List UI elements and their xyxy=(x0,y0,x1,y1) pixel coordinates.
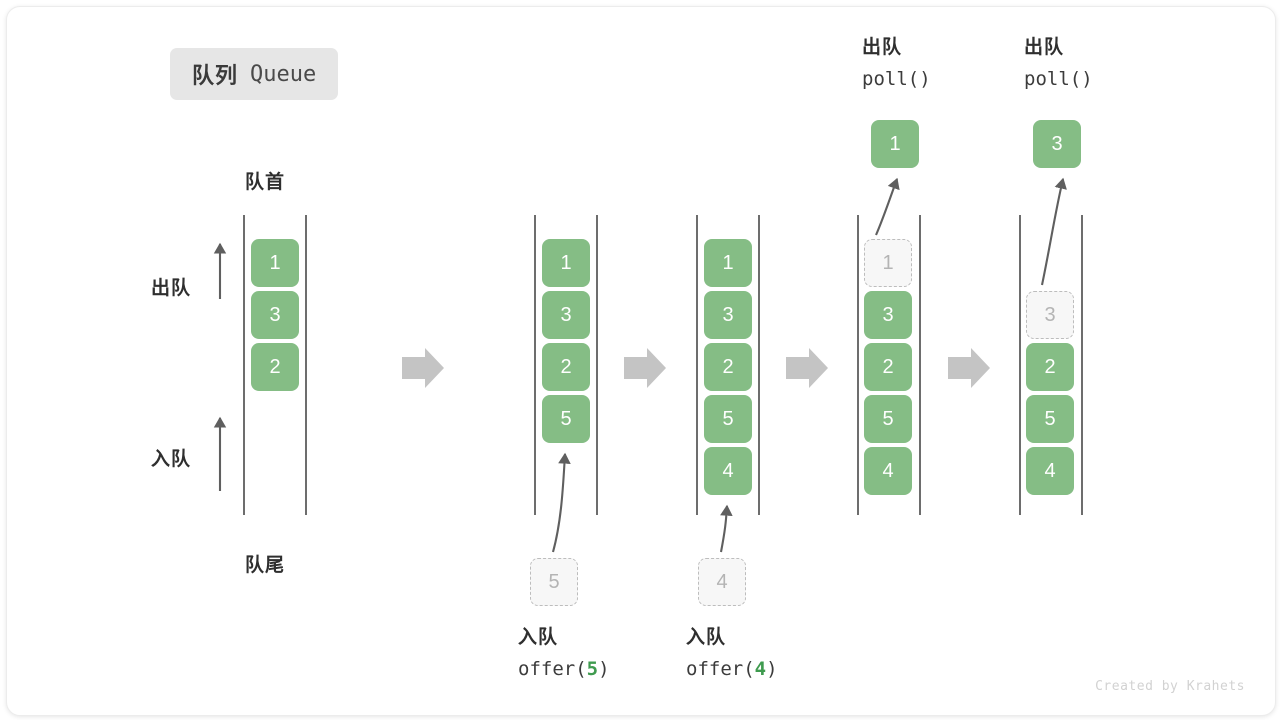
flow-arrow-1 xyxy=(402,348,444,388)
queue-element: 3 xyxy=(251,291,299,339)
channel-line-right-stage1 xyxy=(305,215,307,515)
title-english: Queue xyxy=(250,61,317,87)
queue-element: 2 xyxy=(542,343,590,391)
queue-element: 3 xyxy=(704,291,752,339)
ghost-element-stage4: 1 xyxy=(864,239,912,287)
channel-line-right-stage4 xyxy=(919,215,921,515)
operation-name: 入队 xyxy=(518,627,559,648)
footer-credit: Created by Krahets xyxy=(1095,679,1245,694)
diagram-stage: 队列 Queue 队首 队尾 出队 入队 1 3 2 1 3 2 5 5 入队 … xyxy=(7,7,1275,715)
queue-element-new: 5 xyxy=(542,395,590,443)
enqueue-arrow-stage3 xyxy=(719,504,733,553)
queue-element: 4 xyxy=(1026,447,1074,495)
channel-line-right-stage5 xyxy=(1081,215,1083,515)
operation-code: poll() xyxy=(862,68,931,90)
channel-line-right-stage3 xyxy=(758,215,760,515)
queue-element: 3 xyxy=(542,291,590,339)
flow-arrow-4 xyxy=(948,348,990,388)
queue-element: 2 xyxy=(1026,343,1074,391)
operation-code: poll() xyxy=(1024,68,1093,90)
operation-argument: 4 xyxy=(754,658,767,680)
queue-element: 2 xyxy=(864,343,912,391)
ghost-element-stage2: 5 xyxy=(530,558,578,606)
popped-element-stage4: 1 xyxy=(871,120,919,168)
queue-element: 5 xyxy=(704,395,752,443)
operation-code: offer(5) xyxy=(518,660,610,679)
popped-element-stage5: 3 xyxy=(1033,120,1081,168)
operation-name: 入队 xyxy=(686,627,727,648)
dequeue-arrow-stage4 xyxy=(875,177,900,236)
channel-line-left-stage5 xyxy=(1019,215,1021,515)
arrows-overlay xyxy=(213,177,1067,553)
tail-label: 队尾 xyxy=(245,555,286,576)
figure-card: 队列 Queue 队首 队尾 出队 入队 1 3 2 1 3 2 5 5 入队 … xyxy=(6,6,1276,716)
queue-element: 2 xyxy=(251,343,299,391)
flow-arrow-3 xyxy=(786,348,828,388)
enqueue-arrow-stage2 xyxy=(551,452,571,553)
operation-code-prefix: offer( xyxy=(518,658,587,680)
queue-element: 3 xyxy=(864,291,912,339)
operation-label-stage4: 出队 poll() xyxy=(862,38,931,89)
operation-argument: 5 xyxy=(586,658,599,680)
enqueue-label-stage1: 入队 xyxy=(151,449,192,470)
operation-code-suffix: ) xyxy=(598,658,610,680)
operation-name: 出队 xyxy=(1024,37,1065,58)
operation-name: 出队 xyxy=(862,37,903,58)
queue-element: 5 xyxy=(864,395,912,443)
channel-line-left-stage4 xyxy=(857,215,859,515)
queue-element: 4 xyxy=(864,447,912,495)
operation-label-stage3: 入队 offer(4) xyxy=(686,628,778,679)
ghost-element-stage3: 4 xyxy=(698,558,746,606)
queue-element: 1 xyxy=(704,239,752,287)
channel-line-left-stage2 xyxy=(534,215,536,515)
channel-line-left-stage3 xyxy=(696,215,698,515)
ghost-element-stage5: 3 xyxy=(1026,291,1074,339)
queue-element: 2 xyxy=(704,343,752,391)
queue-element: 1 xyxy=(542,239,590,287)
operation-label-stage5: 出队 poll() xyxy=(1024,38,1093,89)
title-badge: 队列 Queue xyxy=(170,48,339,100)
channel-line-left-stage1 xyxy=(243,215,245,515)
operation-label-stage2: 入队 offer(5) xyxy=(518,628,610,679)
channel-line-right-stage2 xyxy=(596,215,598,515)
queue-element: 1 xyxy=(251,239,299,287)
operation-code-prefix: offer( xyxy=(686,658,755,680)
queue-element-new: 4 xyxy=(704,447,752,495)
operation-code-suffix: ) xyxy=(766,658,778,680)
head-label: 队首 xyxy=(245,172,286,193)
operation-code: offer(4) xyxy=(686,660,778,679)
dequeue-label-stage1: 出队 xyxy=(151,278,192,299)
title-chinese: 队列 xyxy=(192,63,239,88)
dequeue-arrow-stage5 xyxy=(1040,177,1067,286)
flow-arrow-2 xyxy=(624,348,666,388)
queue-element: 5 xyxy=(1026,395,1074,443)
